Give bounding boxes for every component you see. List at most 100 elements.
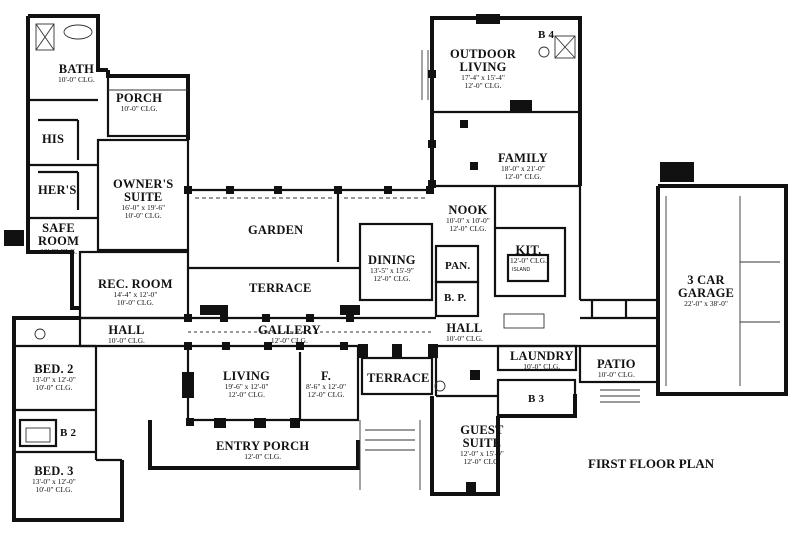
- bedroom-3-label: BED. 3 13'-0" x 12'-0" 10'-0" CLG.: [32, 464, 76, 494]
- room-ceiling: 12'-0" CLG.: [464, 81, 502, 91]
- room-ceiling: 10'-0" CLG.: [597, 370, 635, 380]
- interior-walls: [14, 74, 660, 462]
- family-room-label: FAMILY 18'-0" x 21'-0" 12'-0" CLG.: [498, 151, 548, 181]
- bedroom-2-label: BED. 2 13'-0" x 12'-0" 10'-0" CLG.: [32, 362, 76, 392]
- room-dimensions: 14'-4" x 12'-0": [113, 290, 158, 300]
- room-ceiling: 12'-0" CLG.: [463, 457, 501, 467]
- room-name: BED. 2: [34, 362, 74, 376]
- room-name: OUTDOOR: [450, 47, 516, 61]
- hall-left-label: HALL 10'-0" CLG.: [108, 323, 145, 346]
- room-name: SAFE: [42, 221, 75, 235]
- room-dimensions: 8'-6" x 12'-0": [306, 382, 347, 392]
- room-name: GUEST: [460, 423, 504, 437]
- plan-title: FIRST FLOOR PLAN: [588, 456, 715, 471]
- room-name: FAMILY: [498, 151, 548, 165]
- room-name: HIS: [42, 132, 65, 146]
- safe-room-label: SAFE ROOM 10'-0" CLG.: [38, 221, 80, 257]
- room-name: NOOK: [448, 203, 488, 217]
- bath-4-label: B 4: [538, 29, 555, 42]
- living-room-label: LIVING 19'-6" x 12'-0" 12'-0" CLG.: [223, 369, 271, 399]
- room-dimensions: 18'-0" x 21'-0": [501, 164, 545, 174]
- rec-room-label: REC. ROOM 14'-4" x 12'-0" 10'-0" CLG.: [98, 277, 173, 307]
- room-ceiling: 10'-0" CLG.: [124, 211, 162, 221]
- room-name: GARDEN: [248, 223, 304, 237]
- patio-label: PATIO 10'-0" CLG.: [597, 357, 636, 380]
- detail-lines: [25, 23, 780, 490]
- room-name: B 2: [60, 427, 77, 439]
- room-name: OWNER'S: [113, 177, 174, 191]
- room-name: HALL: [446, 321, 483, 335]
- room-name: 3 CAR: [687, 273, 725, 287]
- room-name: B. P.: [444, 292, 467, 304]
- room-name: PORCH: [116, 91, 163, 105]
- room-dimensions: 10'-0" x 10'-0": [446, 216, 490, 226]
- bath-2-label: B 2: [60, 427, 77, 440]
- room-name: PATIO: [597, 357, 636, 371]
- room-name-line2: GARAGE: [678, 286, 735, 301]
- room-name: B 3: [528, 393, 545, 405]
- room-name: HER'S: [38, 183, 77, 197]
- room-ceiling: 10'-0" CLG.: [35, 383, 73, 392]
- room-name: KIT.: [515, 243, 542, 257]
- room-dimensions: 17'-4" x 15'-4": [461, 73, 505, 83]
- room-ceiling: 12'-0" CLG.: [270, 336, 308, 346]
- hall-right-label: HALL 10'-0" CLG.: [446, 321, 483, 344]
- room-name-line2: LIVING: [459, 60, 507, 75]
- room-name: PAN.: [445, 260, 471, 272]
- terrace-lower-label: TERRACE: [367, 371, 430, 385]
- room-ceiling: 12'-0" CLG.: [504, 172, 542, 181]
- room-ceiling: 10'-0" CLG.: [446, 334, 483, 344]
- room-ceiling: 10'-0" CLG.: [523, 362, 561, 372]
- his-closet-label: HIS: [42, 132, 65, 146]
- room-name: DINING: [368, 253, 416, 267]
- guest-suite-label: GUEST SUITE 12'-0" x 15'-0" 12'-0" CLG.: [460, 423, 504, 467]
- kitchen-label: KIT. 12'-0" CLG.: [510, 243, 547, 266]
- room-ceiling: 12'-0" CLG.: [449, 224, 487, 233]
- room-dimensions: 13'-5" x 15'-9": [369, 266, 414, 276]
- room-name-line2: SUITE: [123, 190, 163, 205]
- bath-room-label: BATH 10'-0" CLG.: [58, 62, 95, 85]
- room-ceiling: 10'-0" CLG.: [35, 485, 73, 494]
- garden-label: GARDEN: [248, 223, 304, 237]
- kitchen-island-label: ISLAND: [512, 267, 531, 273]
- room-name: TERRACE: [249, 281, 312, 295]
- room-ceiling: 12'-0" CLG.: [307, 390, 345, 399]
- room-name: BED. 3: [34, 464, 74, 478]
- room-name: LAUNDRY: [510, 349, 574, 363]
- room-dimensions: 19'-6" x 12'-0": [224, 382, 269, 392]
- pantry-label: PAN.: [445, 260, 471, 273]
- room-name: BATH: [58, 62, 95, 76]
- room-dimensions: 13'-0" x 12'-0": [32, 477, 76, 487]
- room-ceiling: 10'-0" CLG.: [108, 336, 145, 346]
- room-ceiling: 10'-0" CLG.: [120, 104, 158, 114]
- room-dimensions: 12'-0" x 15'-0": [460, 449, 504, 459]
- garage-label: 3 CAR GARAGE 22'-0" x 38'-0": [678, 273, 735, 308]
- room-ceiling: 12'-0" CLG.: [510, 256, 547, 266]
- terrace-upper-label: TERRACE: [249, 281, 312, 295]
- room-name-line2: ROOM: [38, 234, 80, 249]
- room-name: REC. ROOM: [98, 277, 173, 291]
- columns: [4, 14, 694, 492]
- bath-3-label: B 3: [528, 393, 545, 406]
- gallery-label: GALLERY 12'-0" CLG.: [258, 323, 321, 346]
- owners-suite-label: OWNER'S SUITE 16'-0" x 19'-6" 10'-0" CLG…: [113, 177, 174, 221]
- room-ceiling: 10'-0" CLG.: [40, 247, 77, 257]
- room-ceiling: 10'-0" CLG.: [58, 75, 95, 85]
- room-name: TERRACE: [367, 371, 430, 385]
- exterior-walls: [12, 14, 788, 522]
- butler-pantry-label: B. P.: [444, 292, 467, 305]
- dining-label: DINING 13'-5" x 15'-9" 12'-0" CLG.: [368, 253, 416, 283]
- room-name: LIVING: [223, 369, 271, 383]
- porch-room-label: PORCH 10'-0" CLG.: [116, 91, 163, 114]
- room-ceiling: 10'-0" CLG.: [116, 298, 154, 307]
- room-ceiling: 12'-0" CLG.: [244, 452, 282, 462]
- laundry-label: LAUNDRY 10'-0" CLG.: [510, 349, 574, 372]
- nook-label: NOOK 10'-0" x 10'-0" 12'-0" CLG.: [446, 203, 490, 233]
- room-name-line2: SUITE: [462, 436, 502, 451]
- room-name: B 4: [538, 29, 555, 41]
- hers-closet-label: HER'S: [38, 183, 77, 197]
- room-name: GALLERY: [258, 323, 321, 337]
- outdoor-living-label: OUTDOOR LIVING 17'-4" x 15'-4" 12'-0" CL…: [450, 47, 516, 91]
